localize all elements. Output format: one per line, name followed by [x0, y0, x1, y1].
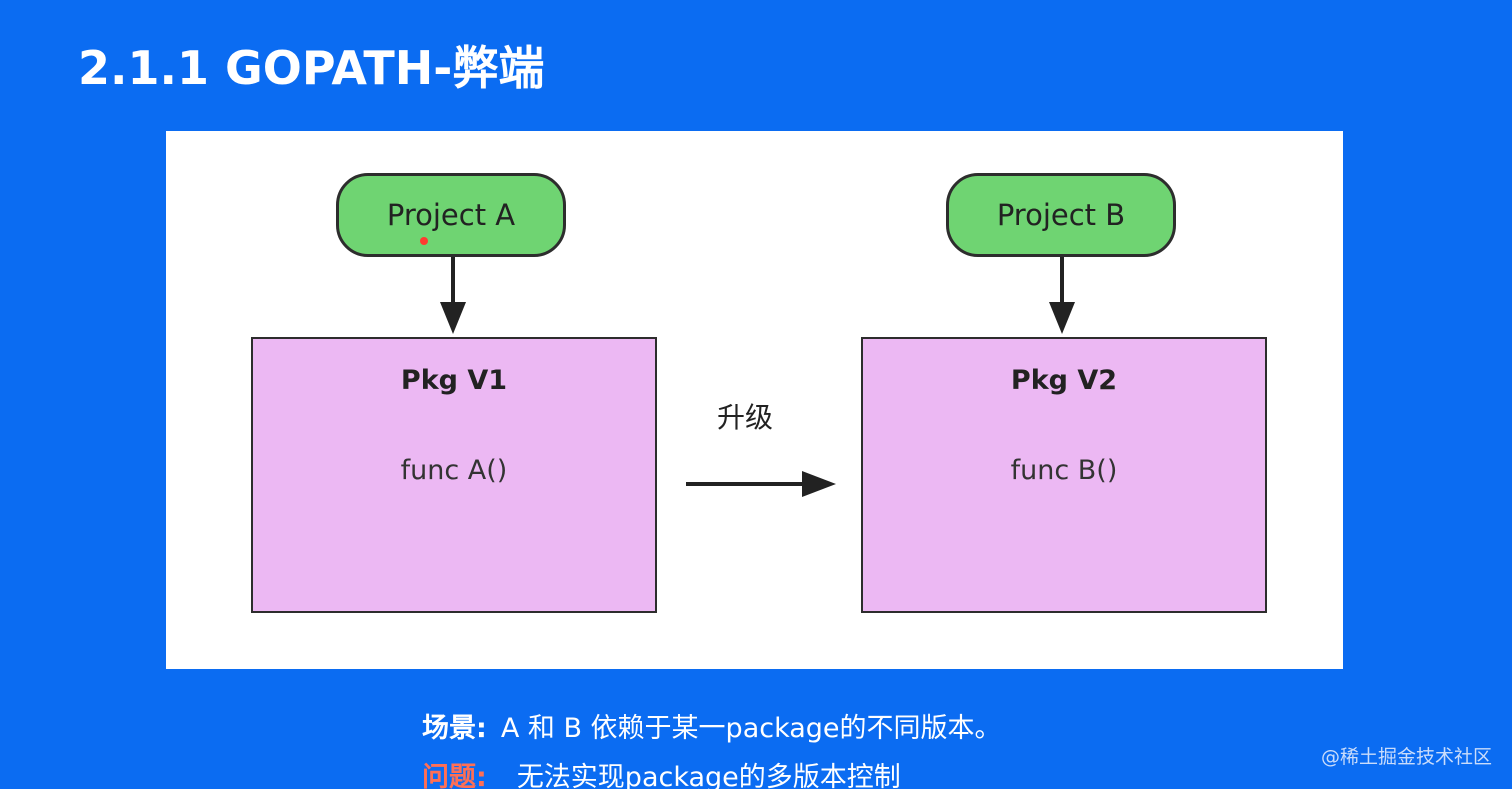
arrow-project-b-to-pkg-v2 — [1049, 257, 1075, 334]
scenario-caption: 场景: A 和 B 依赖于某一package的不同版本。 — [422, 706, 1002, 745]
project-b-label: Project B — [996, 198, 1126, 232]
arrow-upgrade — [686, 471, 836, 497]
problem-label: 问题: — [422, 762, 487, 789]
watermark: @稀土掘金技术社区 — [1320, 746, 1492, 768]
pkg-v1-func: func A() — [400, 455, 508, 486]
scenario-text: A 和 B 依赖于某一package的不同版本。 — [500, 713, 1002, 744]
scenario-label: 场景: — [422, 713, 487, 744]
project-a-node: Project A — [336, 173, 566, 257]
pkg-v2-title: Pkg V2 — [1010, 365, 1118, 396]
arrow-project-a-to-pkg-v1 — [440, 257, 466, 334]
pkg-v2-func: func B() — [1010, 455, 1118, 486]
project-a-label: Project A — [386, 198, 516, 232]
pkg-v1-title: Pkg V1 — [400, 365, 508, 396]
problem-caption: 问题: 无法实现package的多版本控制 — [422, 755, 901, 789]
problem-text: 无法实现package的多版本控制 — [516, 762, 901, 789]
slide-title: 2.1.1 GOPATH-弊端 — [78, 41, 545, 95]
pointer-dot-icon — [420, 237, 428, 245]
pkg-v2-box: Pkg V2 func B() — [861, 337, 1267, 613]
pkg-v1-box: Pkg V1 func A() — [251, 337, 657, 613]
upgrade-label: 升级 — [717, 401, 774, 434]
project-b-node: Project B — [946, 173, 1176, 257]
